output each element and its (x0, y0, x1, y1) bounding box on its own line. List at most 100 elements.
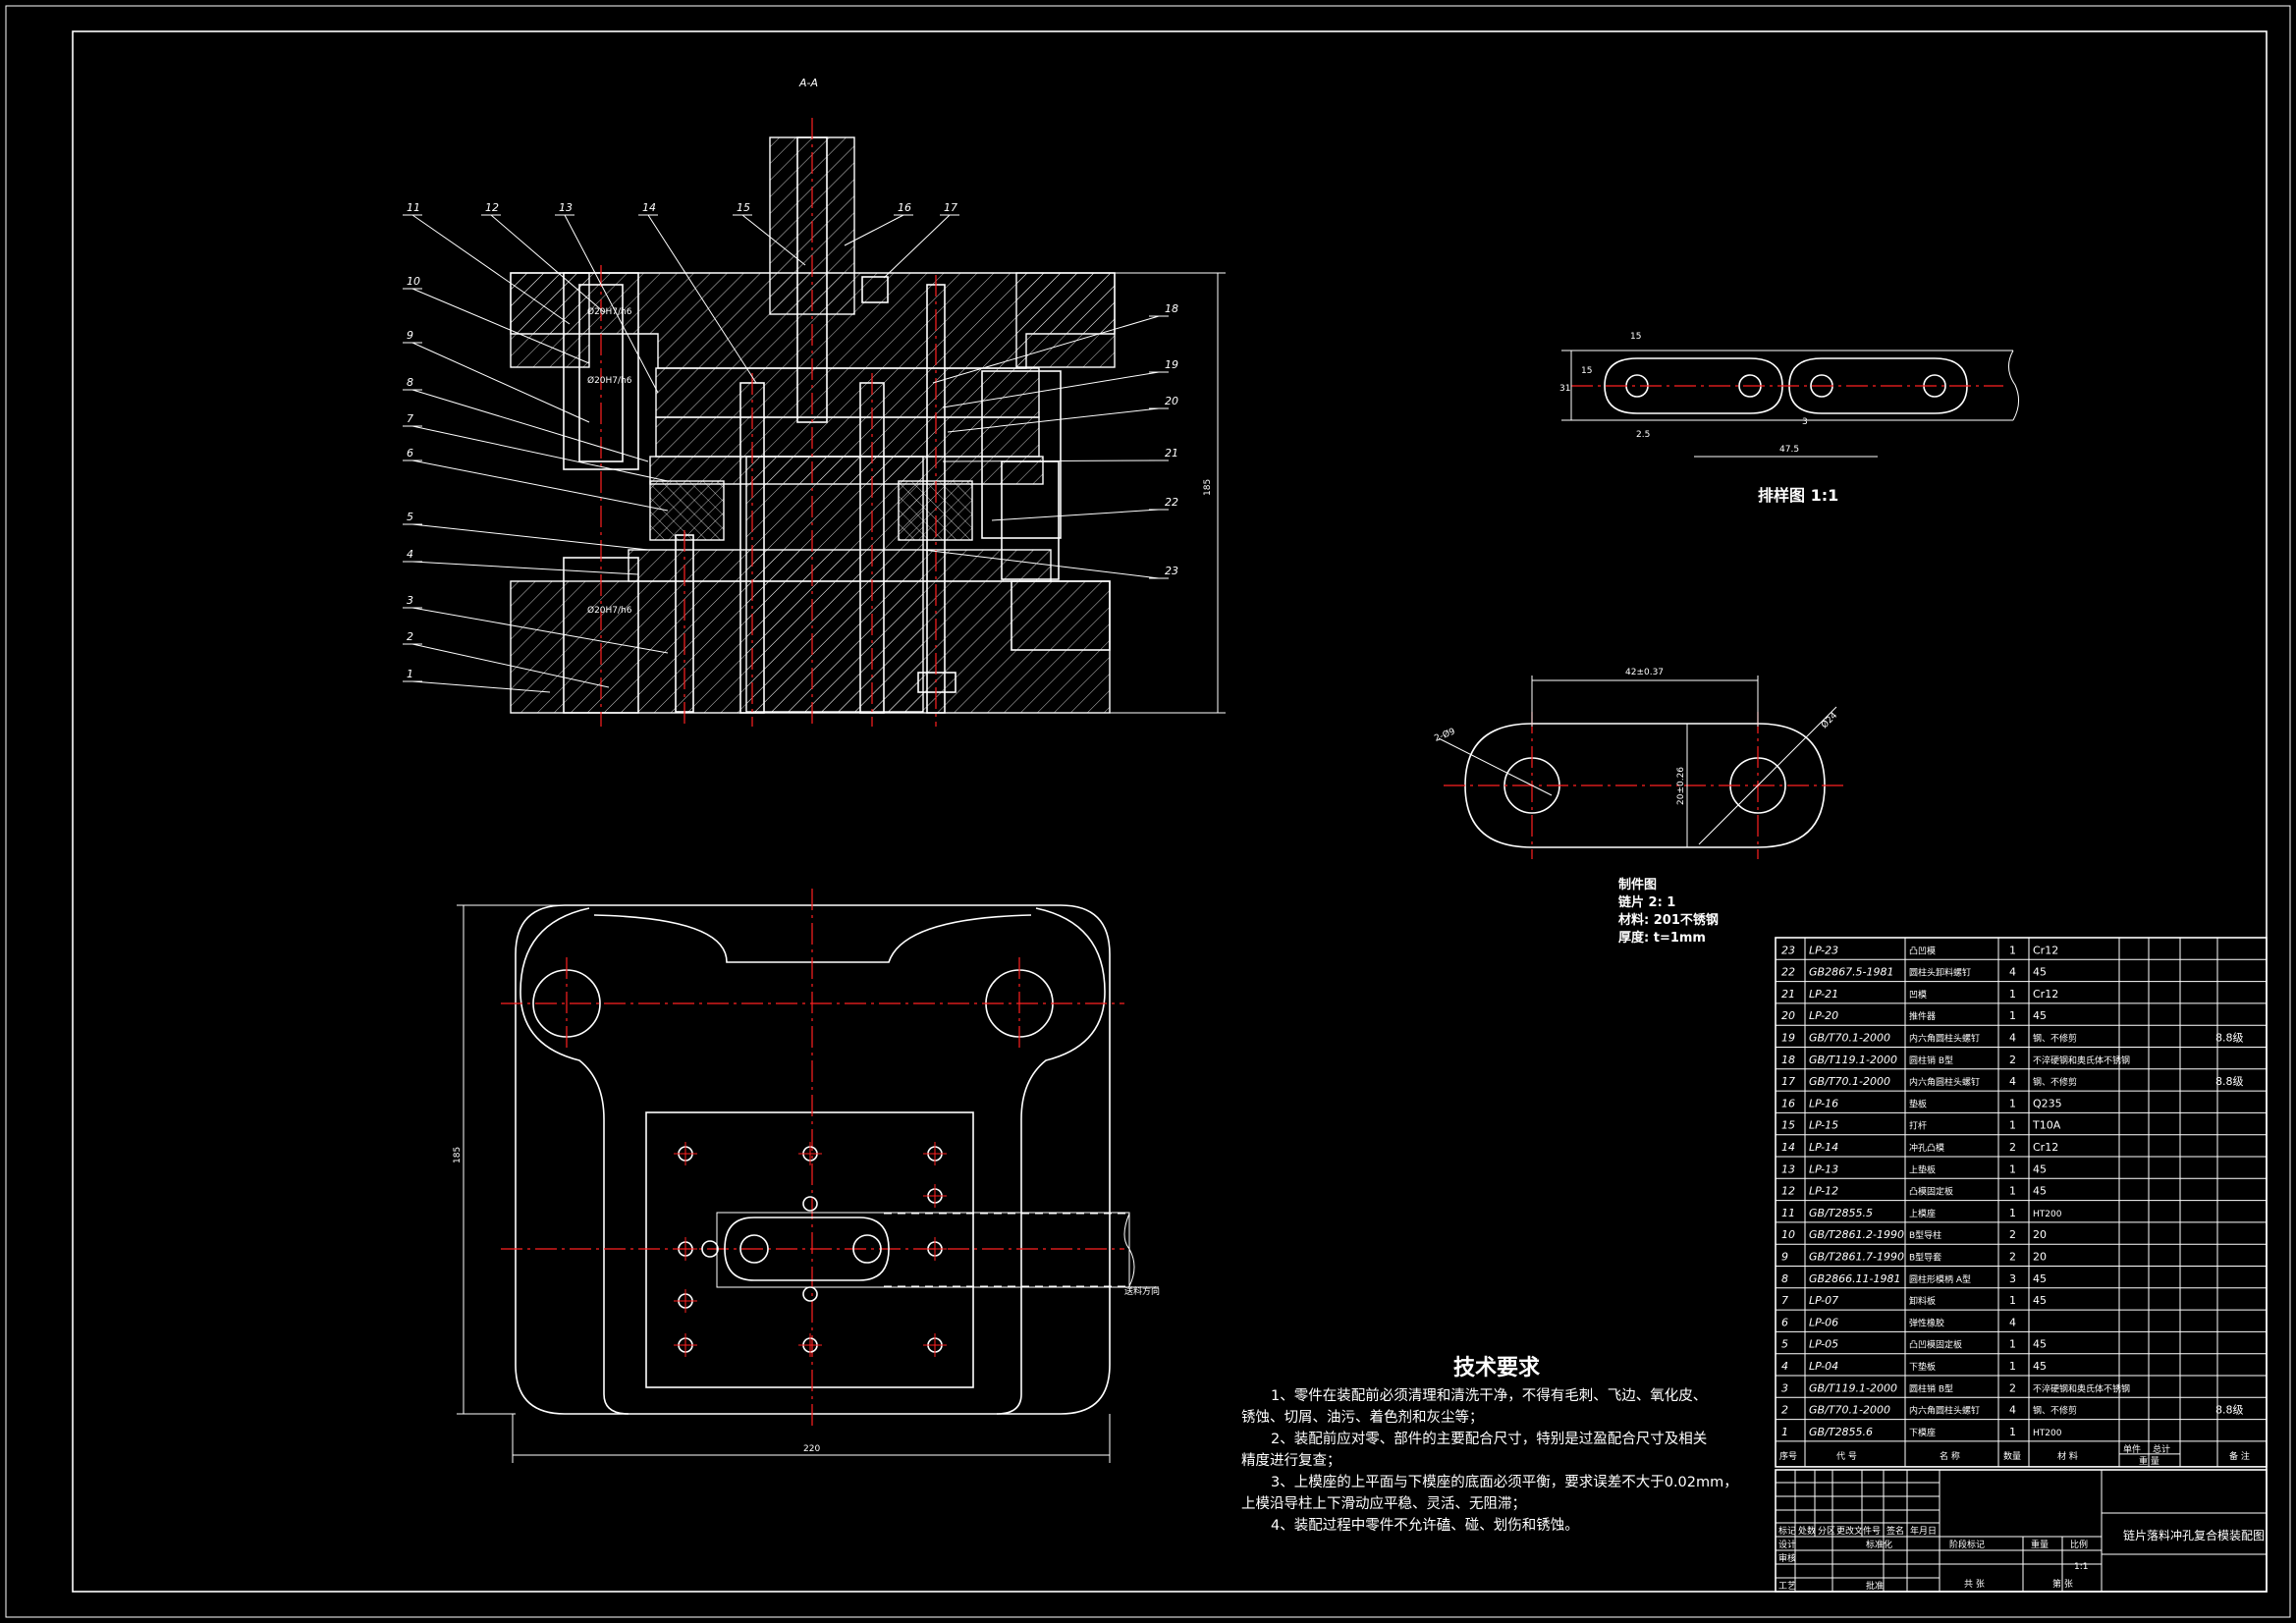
bom-name-14: 冲孔凸模 (1909, 1142, 1944, 1154)
bom-mat-21: Cr12 (2033, 988, 2058, 1001)
callout-18: 18 (1165, 302, 1178, 315)
bom-mat-12: 45 (2033, 1185, 2047, 1198)
bom-name-1: 下模座 (1909, 1427, 1936, 1438)
bom-mat-13: 45 (2033, 1163, 2047, 1175)
strip-layout: 15 15 31 2.5 3 47.5 排样图 1:1 (1559, 332, 2019, 505)
bom-name-10: B型导柱 (1909, 1229, 1941, 1241)
bom-code-12: LP-12 (1809, 1185, 1838, 1198)
bom-code-13: LP-13 (1809, 1163, 1838, 1175)
bom-qty-23: 1 (2009, 944, 2016, 956)
bom-no-2: 2 (1781, 1404, 1788, 1417)
bom-qty-13: 1 (2009, 1163, 2016, 1175)
tb-zone: 分区 (1818, 1526, 1835, 1537)
tb-sheet-no: 第 张 (2052, 1578, 2073, 1590)
callout-leader-11 (411, 214, 571, 325)
strip-dim-1: 15 (1630, 332, 1641, 342)
bom-code-23: LP-23 (1809, 944, 1838, 956)
bom-code-17: GB/T70.1-2000 (1809, 1075, 1890, 1088)
bom-mat-3: 不淬硬钢和奥氏体不锈钢 (2033, 1382, 2130, 1394)
tech-req-line-3: 精度进行复查； (1241, 1451, 1341, 1469)
bom-no-23: 23 (1781, 944, 1795, 956)
bom-header-total-weight: 总计 (2153, 1443, 2170, 1455)
callout-leader-12 (490, 214, 605, 313)
callout-10: 10 (407, 275, 420, 288)
tech-req-line-5: 上模沿导柱上下滑动应平稳、灵活、无阻滞； (1241, 1494, 1526, 1512)
bom-no-18: 18 (1781, 1054, 1795, 1066)
bom-name-21: 凹模 (1909, 990, 1927, 1001)
callout-21: 21 (1165, 447, 1178, 460)
part-note-1: 链片 2: 1 (1617, 894, 1675, 910)
bom-code-18: GB/T119.1-2000 (1809, 1054, 1897, 1066)
tb-sheet-total: 共 张 (1964, 1579, 1985, 1590)
bom-name-9: B型导套 (1909, 1252, 1941, 1264)
bom-no-16: 16 (1781, 1097, 1795, 1109)
fit-label-3: Ø20H7/h6 (587, 605, 632, 616)
tech-requirements: 技术要求 1、零件在装配前必须清理和清洗干净，不得有毛刺、飞边、氧化皮、 锈蚀、… (1241, 1356, 1738, 1534)
feed-direction-label: 送料方向 (1124, 1285, 1160, 1297)
bom-header-code: 代 号 (1836, 1451, 1857, 1462)
callout-4: 4 (407, 548, 413, 561)
tech-req-title: 技术要求 (1453, 1356, 1540, 1380)
bom-name-11: 上模座 (1909, 1208, 1936, 1219)
tb-sign: 签名 (1886, 1525, 1904, 1537)
bom-header-note: 备 注 (2229, 1450, 2250, 1462)
tb-scale: 1:1 (2074, 1562, 2088, 1572)
inner-border (72, 30, 2268, 1593)
tb-change-no: 更改文件号 (1836, 1525, 1881, 1537)
bom-qty-19: 4 (2009, 1032, 2016, 1045)
bom-qty-22: 4 (2009, 966, 2016, 979)
bom-no-17: 17 (1781, 1075, 1795, 1088)
bom-code-21: LP-21 (1809, 988, 1838, 1001)
bom-mat-11: HT200 (2033, 1210, 2062, 1219)
plan-height-dim: 185 (453, 1147, 463, 1163)
bom-mat-18: 不淬硬钢和奥氏体不锈钢 (2033, 1055, 2130, 1066)
bom-code-3: GB/T119.1-2000 (1809, 1381, 1897, 1394)
tech-req-line-4: 3、上模座的上平面与下模座的底面必须平衡，要求误差不大于0.02mm， (1271, 1474, 1738, 1490)
callout-leader-7 (411, 425, 669, 482)
bom-qty-9: 2 (2009, 1251, 2016, 1264)
callout-15: 15 (737, 201, 750, 214)
bom-mat-8: 45 (2033, 1272, 2047, 1285)
tb-stage-mark: 阶段标记 (1949, 1539, 1985, 1550)
drawing-title: 链片落料冲孔复合模装配图 (2123, 1528, 2265, 1542)
bom-name-16: 垫板 (1909, 1098, 1927, 1109)
bom-qty-14: 2 (2009, 1141, 2016, 1154)
part-drawing: 42±0.37 20±0.26 2-Ø9 Ø24 制件图 链片 2: 1 材料:… (1433, 668, 1846, 946)
part-width-dim: 20±0.26 (1676, 767, 1686, 805)
bom-code-16: LP-16 (1809, 1097, 1838, 1109)
callout-leader-8 (411, 389, 649, 462)
callout-20: 20 (1165, 395, 1178, 407)
bom-name-15: 打杆 (1909, 1120, 1927, 1132)
bom-no-20: 20 (1781, 1009, 1795, 1022)
callout-23: 23 (1165, 565, 1178, 577)
callout-leader-14 (647, 214, 757, 384)
bom-qty-1: 1 (2009, 1426, 2016, 1438)
bom-name-18: 圆柱销 B型 (1909, 1055, 1953, 1066)
plan-width-dim: 220 (803, 1444, 820, 1454)
section-height-dim: 185 (1203, 479, 1213, 496)
bom-mat-17: 钢、不修剪 (2033, 1076, 2077, 1088)
bom-mat-5: 45 (2033, 1338, 2047, 1351)
callout-13: 13 (559, 201, 573, 214)
callout-1: 1 (407, 668, 413, 680)
bom-mat-22: 45 (2033, 966, 2047, 979)
strip-dim-6: 47.5 (1779, 445, 1799, 455)
part-note-0: 制件图 (1618, 877, 1657, 893)
callout-leader-19 (942, 371, 1160, 408)
bom-qty-11: 1 (2009, 1207, 2016, 1219)
tb-mark: 标记 (1778, 1525, 1796, 1537)
bom-mat-14: Cr12 (2033, 1141, 2058, 1154)
callout-leader-1 (411, 680, 551, 693)
bom-name-12: 凸模固定板 (1909, 1186, 1953, 1198)
bom-no-19: 19 (1781, 1032, 1795, 1045)
fit-label-1: Ø20H7/h6 (587, 306, 632, 317)
bom-note-2: 8.8级 (2215, 1404, 2244, 1417)
part-length-dim: 42±0.37 (1625, 668, 1664, 677)
bom-name-23: 凸凹模 (1909, 946, 1936, 956)
bom-name-19: 内六角圆柱头螺钉 (1909, 1033, 1980, 1045)
bom-qty-7: 1 (2009, 1294, 2016, 1307)
bom-code-20: LP-20 (1809, 1009, 1838, 1022)
bom-qty-15: 1 (2009, 1119, 2016, 1132)
bom-header-mat: 材 料 (2057, 1450, 2078, 1462)
